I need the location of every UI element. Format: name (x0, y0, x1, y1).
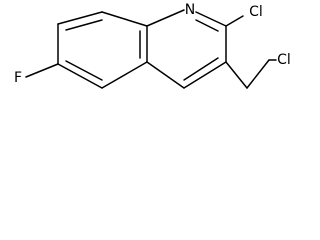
bond-c8a-c8 (101, 11, 148, 27)
bond-n1-c2 (195, 11, 227, 27)
bond-inner-c6-c5 (65, 60, 103, 81)
chain-chlorine-label: Cl (277, 52, 291, 68)
ring-chlorine-label: Cl (249, 4, 263, 20)
bond-inner-c3-c4 (183, 57, 219, 81)
bond-ch2-ch2 (246, 59, 270, 89)
bond-inner-c8-c7 (65, 19, 103, 31)
bond-c4-c4a (146, 61, 185, 89)
bond-c3-ch2 (225, 61, 248, 89)
bond-c3-c4 (183, 61, 227, 89)
nitrogen-atom-label: N (185, 2, 195, 18)
chemical-structure: N Cl F Cl (0, 0, 296, 98)
bond-c8-c7 (57, 11, 103, 25)
bond-inner-n1-c2 (195, 19, 219, 32)
structure-drawing: N Cl F Cl (14, 2, 291, 89)
bond-c8a-n1 (146, 9, 185, 27)
fluorine-atom-label: F (14, 70, 22, 86)
bond-c6-c5 (57, 63, 103, 89)
bond-c2-cl (225, 15, 244, 27)
bond-c6-f (25, 63, 59, 78)
bond-c5-c4a (101, 61, 148, 89)
